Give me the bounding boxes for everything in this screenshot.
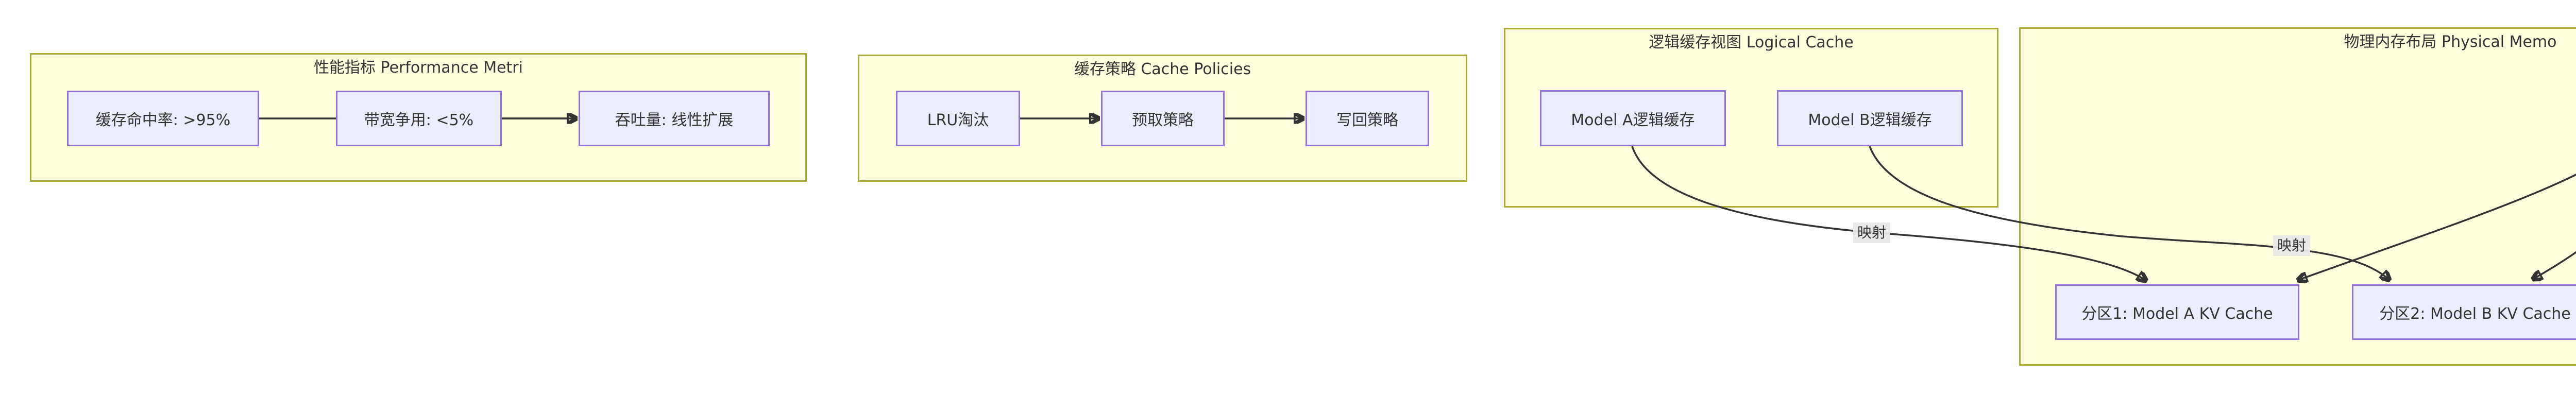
node-throughput: 吞吐量: 线性扩展 bbox=[579, 91, 770, 146]
edge-physmem-to-part1 bbox=[2298, 174, 2576, 280]
node-cache-hit-rate-label: 缓存命中率: >95% bbox=[95, 111, 231, 129]
subgraph-title-performance: 性能指标 Performance Metri bbox=[314, 59, 523, 77]
node-prefetch-policy-label: 预取策略 bbox=[1132, 111, 1194, 129]
node-model-a-logical-cache: Model A逻辑缓存 bbox=[1540, 90, 1726, 146]
node-partition2-label: 分区2: Model B KV Cache bbox=[2379, 305, 2571, 323]
node-throughput-label: 吞吐量: 线性扩展 bbox=[615, 111, 734, 129]
node-partition1-label: 分区1: Model A KV Cache bbox=[2081, 305, 2273, 323]
node-partition2-model-b-kv-cache: 分区2: Model B KV Cache bbox=[2352, 284, 2576, 340]
edge-modela-to-part1-mapping bbox=[1631, 146, 2146, 281]
edge-physmem-to-part2 bbox=[2533, 251, 2576, 279]
node-prefetch-policy: 预取策略 bbox=[1101, 91, 1225, 146]
node-model-a-logical-cache-label: Model A逻辑缓存 bbox=[1571, 111, 1695, 129]
edge-label-mapping-a: 映射 bbox=[1853, 222, 1891, 243]
node-lru-eviction: LRU淘汰 bbox=[896, 91, 1020, 146]
node-writeback-policy-label: 写回策略 bbox=[1336, 111, 1398, 129]
edge-modelb-to-part2-mapping bbox=[1869, 146, 2389, 280]
node-partition1-model-a-kv-cache: 分区1: Model A KV Cache bbox=[2055, 284, 2299, 340]
subgraph-title-logical: 逻辑缓存视图 Logical Cache bbox=[1649, 33, 1854, 52]
subgraph-title-physical: 物理内存布局 Physical Memo bbox=[2344, 33, 2557, 51]
node-lru-eviction-label: LRU淘汰 bbox=[927, 111, 989, 129]
node-cache-hit-rate: 缓存命中率: >95% bbox=[67, 91, 259, 146]
node-model-b-logical-cache-label: Model B逻辑缓存 bbox=[1808, 111, 1932, 129]
node-bandwidth-contention: 带宽争用: <5% bbox=[336, 91, 502, 146]
edge-label-mapping-b: 映射 bbox=[2273, 235, 2311, 256]
subgraph-title-policies: 缓存策略 Cache Policies bbox=[1074, 60, 1251, 78]
node-writeback-policy: 写回策略 bbox=[1306, 91, 1429, 146]
node-model-b-logical-cache: Model B逻辑缓存 bbox=[1777, 90, 1963, 146]
node-bandwidth-contention-label: 带宽争用: <5% bbox=[364, 111, 474, 129]
